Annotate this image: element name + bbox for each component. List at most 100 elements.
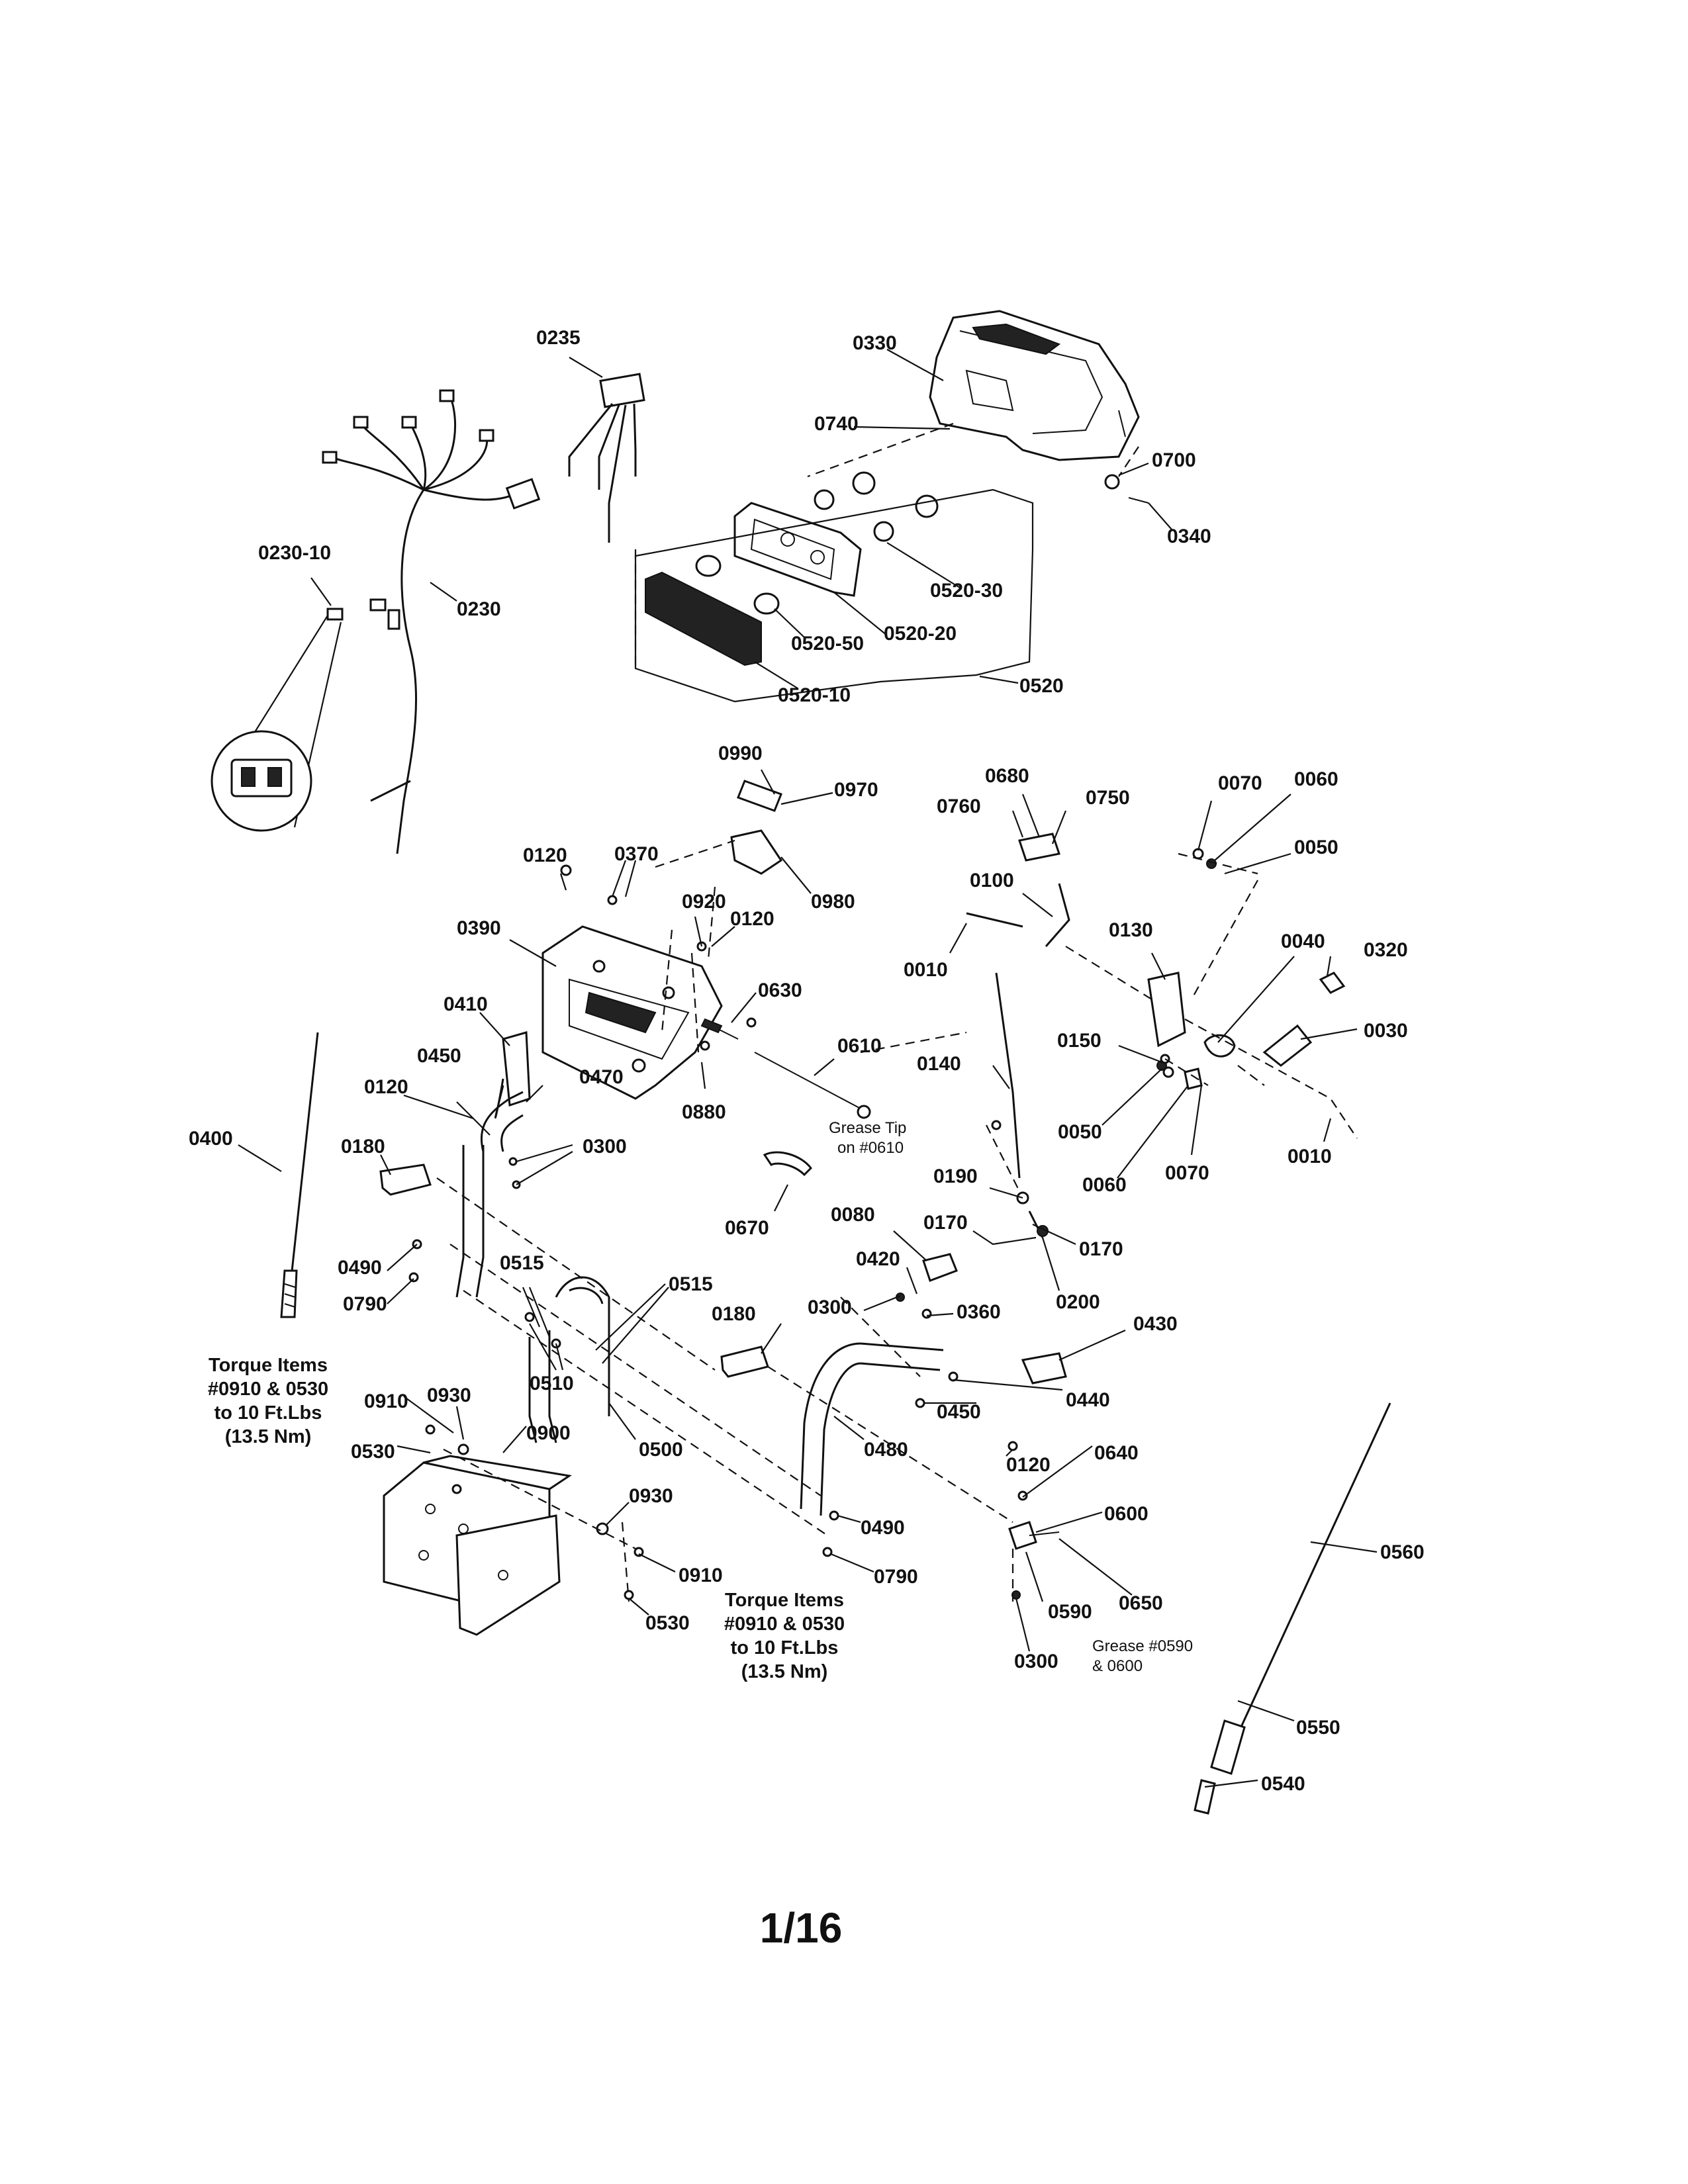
label-0370: 0370 — [614, 843, 659, 865]
label-0400: 0400 — [189, 1128, 233, 1150]
label-0450-a: 0450 — [417, 1045, 461, 1067]
dash-panel-cover-illustration — [929, 310, 1140, 461]
torque-note-bottom-line1: Torque Items — [725, 1590, 844, 1611]
mount-plates-illustration — [383, 1455, 572, 1636]
label-0140: 0140 — [917, 1053, 961, 1075]
label-0010-b: 0010 — [1288, 1146, 1332, 1167]
label-0490-b: 0490 — [861, 1517, 905, 1539]
label-0550: 0550 — [1296, 1717, 1340, 1739]
grease-note-bottom-line2: & 0600 — [1092, 1657, 1143, 1675]
label-0070-b: 0070 — [1165, 1162, 1209, 1184]
shift-link-illustration — [1008, 1490, 1060, 1600]
torque-note-bottom-line4: (13.5 Nm) — [741, 1661, 828, 1682]
left-cable-illustration — [280, 1032, 319, 1318]
label-0520-30: 0520-30 — [930, 580, 1003, 602]
label-0640: 0640 — [1094, 1442, 1139, 1464]
label-0515-a: 0515 — [500, 1252, 544, 1274]
label-0040: 0040 — [1281, 931, 1325, 952]
label-0440: 0440 — [1066, 1389, 1110, 1411]
label-0650: 0650 — [1119, 1592, 1163, 1614]
part-labels: 0235 0330 0740 0700 0340 0230-10 0230 05… — [189, 327, 1425, 1795]
label-0600: 0600 — [1104, 1503, 1149, 1525]
right-handle-illustration — [800, 1253, 1067, 1516]
label-0930-a: 0930 — [427, 1385, 471, 1406]
label-0120-d: 0120 — [1006, 1454, 1051, 1476]
hardware-illustration — [408, 864, 1018, 1600]
label-0230-10: 0230-10 — [258, 542, 331, 564]
label-0070-a: 0070 — [1218, 772, 1262, 794]
label-0340: 0340 — [1167, 525, 1211, 547]
page-number: 1/16 — [760, 1904, 843, 1952]
label-0910-a: 0910 — [364, 1390, 408, 1412]
label-0410: 0410 — [444, 993, 488, 1015]
label-0200: 0200 — [1056, 1291, 1100, 1313]
torque-note-bottom-line3: to 10 Ft.Lbs — [731, 1637, 839, 1659]
label-0630: 0630 — [758, 979, 802, 1001]
label-0120-c: 0120 — [364, 1076, 408, 1098]
label-0510: 0510 — [530, 1373, 574, 1394]
label-0170-b: 0170 — [1079, 1238, 1123, 1260]
label-0520-50: 0520-50 — [791, 633, 864, 655]
label-0530-b: 0530 — [645, 1612, 690, 1634]
label-0900: 0900 — [526, 1422, 571, 1444]
label-0670: 0670 — [725, 1217, 769, 1239]
label-0430: 0430 — [1133, 1313, 1178, 1335]
illustration — [211, 310, 1391, 1815]
label-0050-a: 0050 — [1294, 837, 1338, 858]
label-0500: 0500 — [639, 1439, 683, 1461]
headlight-housing-illustration — [733, 502, 862, 597]
leader-lines — [238, 349, 1378, 1788]
label-0970: 0970 — [834, 779, 878, 801]
bulbs-illustration — [695, 471, 1149, 615]
label-0330: 0330 — [853, 332, 897, 354]
label-0060-b: 0060 — [1082, 1174, 1127, 1196]
torque-note-left-line3: to 10 Ft.Lbs — [214, 1402, 322, 1424]
torque-note-left-line2: #0910 & 0530 — [208, 1379, 328, 1400]
torque-note-bottom-line2: #0910 & 0530 — [724, 1614, 845, 1635]
label-0980: 0980 — [811, 891, 855, 913]
label-0300-c: 0300 — [1014, 1651, 1058, 1672]
label-0790-b: 0790 — [874, 1566, 918, 1588]
label-0740: 0740 — [814, 413, 859, 435]
label-0590: 0590 — [1048, 1601, 1092, 1623]
label-0490-a: 0490 — [338, 1257, 382, 1279]
label-0560: 0560 — [1380, 1541, 1425, 1563]
shift-bracket-illustration — [1147, 848, 1346, 1090]
label-0450-b: 0450 — [937, 1401, 981, 1423]
label-0050-b: 0050 — [1058, 1121, 1102, 1143]
label-0515-b: 0515 — [669, 1273, 713, 1295]
wiring-harness-illustration — [322, 389, 541, 854]
left-handle-illustration — [379, 1031, 769, 1443]
headlight-lens-illustration — [645, 571, 762, 666]
label-0180-a: 0180 — [341, 1136, 385, 1158]
label-0320: 0320 — [1364, 939, 1408, 961]
label-0080: 0080 — [831, 1204, 875, 1226]
grease-tip-note-line2: on #0610 — [837, 1139, 904, 1157]
label-0360: 0360 — [957, 1301, 1001, 1323]
label-0030: 0030 — [1364, 1020, 1408, 1042]
label-0790-a: 0790 — [343, 1293, 387, 1315]
grease-note-bottom-line1: Grease #0590 — [1092, 1637, 1193, 1655]
label-0680: 0680 — [985, 765, 1029, 787]
label-0910-b: 0910 — [679, 1565, 723, 1586]
label-0300-b: 0300 — [808, 1297, 852, 1318]
label-0520-20: 0520-20 — [884, 623, 957, 645]
label-0010-a: 0010 — [904, 959, 948, 981]
label-0990: 0990 — [718, 743, 763, 764]
label-0420: 0420 — [856, 1248, 900, 1270]
label-0760: 0760 — [937, 796, 981, 817]
label-0530-a: 0530 — [351, 1441, 395, 1463]
label-0130: 0130 — [1109, 919, 1153, 941]
kit-bracket-0520 — [634, 488, 1034, 703]
notes: Grease Tip on #0610 Torque Items #0910 &… — [208, 1119, 1193, 1682]
label-0120-b: 0120 — [730, 908, 774, 930]
chute-rod-illustration — [700, 780, 871, 1177]
label-0920: 0920 — [682, 891, 726, 913]
right-cable-illustration — [1194, 1402, 1391, 1815]
label-0300-a: 0300 — [583, 1136, 627, 1158]
assembly-dashed-lines — [436, 422, 1358, 1602]
label-0190: 0190 — [933, 1165, 978, 1187]
label-0235: 0235 — [536, 327, 581, 349]
torque-note-left-line1: Torque Items — [209, 1355, 328, 1376]
